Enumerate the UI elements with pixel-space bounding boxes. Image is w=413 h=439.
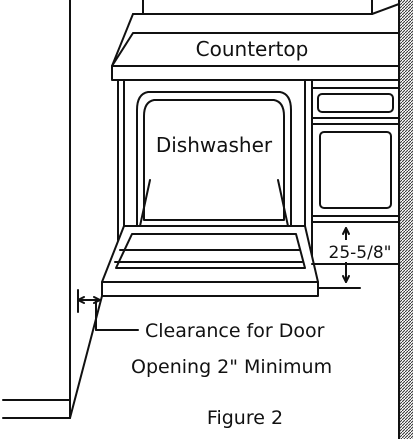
- clearance-arrow-right: [93, 296, 101, 304]
- backsplash-edge: [111, 13, 134, 67]
- open-door-inner-panel: [115, 233, 306, 269]
- adjacent-cabinet-door: [311, 123, 400, 217]
- dishwasher-label: Dishwasher: [156, 133, 273, 157]
- adjacent-door-panel: [319, 131, 392, 209]
- dishwasher-tub-outline: [136, 91, 292, 227]
- tub-inner-right-edge: [277, 179, 289, 227]
- floor-perspective-line: [69, 295, 103, 419]
- dimension-label-bg: [321, 240, 398, 262]
- figure-caption: Figure 2: [207, 407, 283, 429]
- dishwasher-tub-inner: [143, 99, 285, 221]
- height-dimension-label: 25-5/8": [329, 243, 392, 263]
- height-dim-arrow-top: [342, 227, 350, 235]
- open-door-front-edge: [101, 281, 319, 297]
- adjacent-drawer-panel: [317, 93, 394, 113]
- countertop-label: Countertop: [196, 37, 309, 61]
- adjacent-drawer: [311, 87, 400, 119]
- upper-cabinet-side: [371, 3, 400, 15]
- height-dim-arrow-bottom: [342, 275, 350, 283]
- right-wall-hatch: [399, 0, 413, 439]
- countertop-front-edge: [111, 65, 400, 81]
- clearance-label-line1: Clearance for Door: [145, 320, 325, 342]
- tub-inner-left-edge: [139, 179, 151, 227]
- clearance-label-line2: Opening 2" Minimum: [131, 356, 332, 378]
- clearance-arrow-left: [77, 296, 85, 304]
